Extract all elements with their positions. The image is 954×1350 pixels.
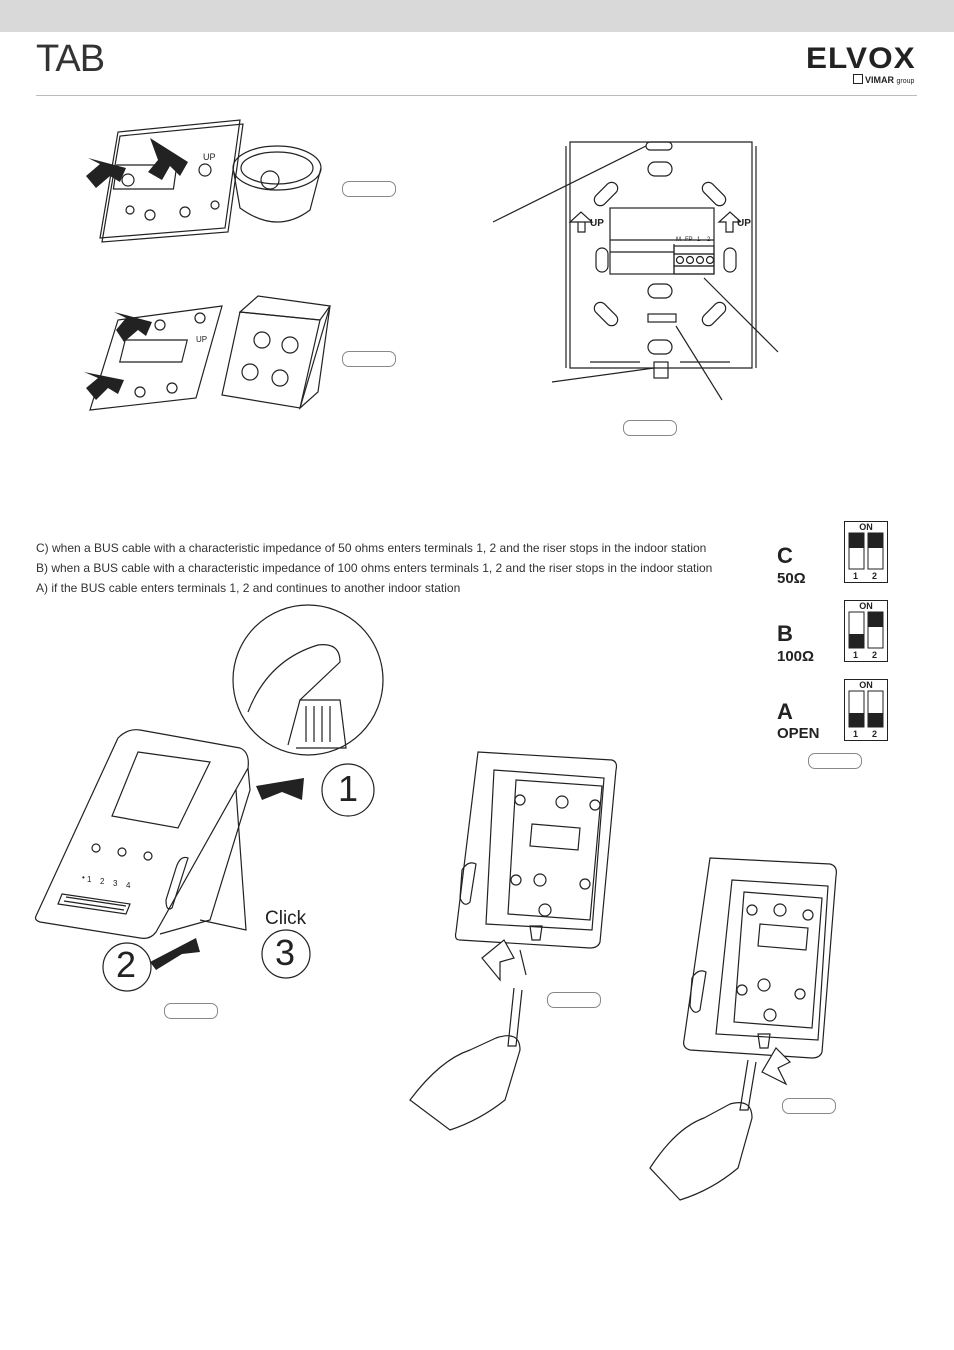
- dip-c-on-label: ON: [859, 522, 873, 532]
- device-screw-illustration: [409, 751, 618, 1131]
- dip-c-letter: C: [777, 543, 793, 568]
- dip-a-graphic: [844, 679, 888, 741]
- step-1-label: 1: [338, 768, 359, 809]
- terminal-label-2: 2: [707, 237, 711, 243]
- figure-ref-pill: [808, 753, 862, 769]
- page-title: TAB: [36, 38, 105, 80]
- svg-text:•: •: [82, 873, 85, 882]
- terminal-label-fp: FP: [685, 237, 693, 243]
- elvox-logo: ELVOX VIMAR group: [806, 42, 918, 86]
- figure-ref-pill: [164, 1003, 218, 1019]
- step-2-label: 2: [116, 944, 137, 985]
- svg-text:1: 1: [87, 875, 92, 884]
- dip-b-letter: B: [777, 621, 793, 646]
- step-3-label: 3: [275, 932, 296, 973]
- figure-ref-pill: [342, 351, 396, 367]
- logo-wordmark: ELVOX: [806, 42, 916, 75]
- dip-switch-a: ON 1 2: [844, 679, 888, 741]
- dip-c-graphic: [844, 521, 888, 583]
- svg-text:UP: UP: [196, 335, 207, 344]
- dip-b-on-label: ON: [859, 601, 873, 611]
- logo-group: group: [896, 78, 915, 85]
- vimar-mark-icon: [853, 74, 863, 84]
- bracket-detail-diagram: [565, 141, 757, 379]
- bracket-up-label-left: UP: [590, 218, 604, 229]
- bracket-round-box-illustration: UP: [99, 119, 322, 243]
- header-bar: [0, 0, 954, 32]
- dip-switch-c: ON 1 2: [844, 521, 888, 583]
- dip-switch-instructions: C) when a BUS cable with a characteristi…: [36, 538, 712, 598]
- svg-text:4: 4: [126, 881, 131, 890]
- device-mounting-illustration: • 1 2 3 4: [34, 604, 384, 992]
- svg-text:UP: UP: [203, 152, 216, 162]
- figure-ref-pill: [547, 992, 601, 1008]
- header-divider: [36, 95, 917, 96]
- dip-a-value: OPEN: [777, 725, 820, 742]
- figure-ref-pill: [782, 1098, 836, 1114]
- dip-a-on-label: ON: [859, 680, 873, 690]
- dip-c-value: 50Ω: [777, 570, 806, 587]
- dip-b-graphic: [844, 600, 888, 662]
- dip-switch-b: ON 1 2: [844, 600, 888, 662]
- device-release-illustration: [649, 857, 837, 1201]
- instruction-b: B) when a BUS cable with a characteristi…: [36, 561, 713, 575]
- dip-a-pos2: 2: [872, 729, 878, 739]
- figure-ref-pill: [342, 181, 396, 197]
- logo-subline: VIMAR group: [853, 74, 914, 85]
- dip-b-pos1: 1: [853, 650, 859, 660]
- dip-b-value: 100Ω: [777, 648, 815, 665]
- dip-a-letter: A: [777, 699, 793, 724]
- terminal-label-1: 1: [697, 237, 701, 243]
- instruction-a: A) if the BUS cable enters terminals 1, …: [36, 581, 461, 595]
- dip-a-pos1: 1: [853, 729, 859, 739]
- dip-c-pos2: 2: [872, 571, 878, 581]
- svg-text:2: 2: [100, 877, 105, 886]
- figure-ref-pill: [623, 420, 677, 436]
- bracket-up-label-right: UP: [737, 218, 751, 229]
- bracket-square-box-illustration: UP: [89, 295, 332, 411]
- instruction-c: C) when a BUS cable with a characteristi…: [36, 541, 707, 555]
- dip-b-pos2: 2: [872, 650, 878, 660]
- dip-c-pos1: 1: [853, 571, 859, 581]
- click-label: Click: [265, 908, 307, 929]
- terminal-label-m: M: [676, 237, 681, 243]
- logo-brand: VIMAR: [865, 75, 894, 85]
- svg-text:3: 3: [113, 879, 118, 888]
